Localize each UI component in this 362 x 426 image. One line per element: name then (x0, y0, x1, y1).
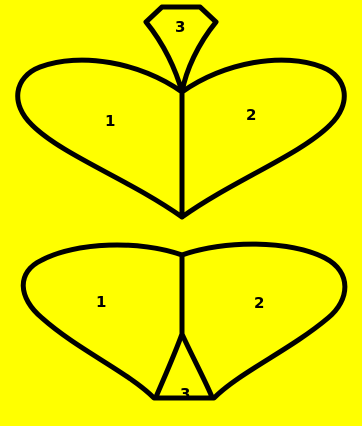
bottom-region-2-label: 2 (254, 294, 264, 312)
top-heart-figure: 1 2 3 (18, 7, 345, 217)
top-region-2-label: 2 (246, 106, 256, 124)
bottom-region-1-label: 1 (96, 293, 106, 311)
bottom-heart-figure: 1 2 3 (23, 244, 345, 403)
bottom-stem-left-edge (156, 334, 182, 397)
bottom-region-3-label: 3 (180, 385, 190, 403)
top-region-3-label: 3 (175, 18, 185, 36)
top-region-1-label: 1 (105, 112, 115, 130)
